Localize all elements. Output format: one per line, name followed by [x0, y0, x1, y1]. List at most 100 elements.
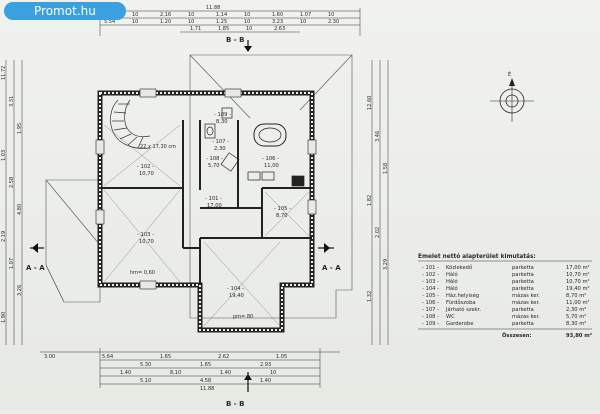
left-dim-value: 11.72 — [1, 66, 7, 80]
room-area: 2,30 — [214, 146, 226, 152]
right-dim-value: 3.46 — [375, 131, 381, 142]
table-row-number: - 102 - — [422, 272, 439, 278]
left-dim-value: 3.26 — [17, 285, 23, 296]
top-dim-value: 3.23 — [272, 19, 283, 25]
top-dim-value: 1.71 — [190, 26, 201, 32]
table-row-number: - 109 - — [422, 321, 439, 327]
bottom-dim-value: 1.65 — [200, 362, 211, 368]
bottom-dim-value: 8.10 — [170, 370, 181, 376]
table-row-area: 10,70 m² — [566, 272, 590, 278]
right-dim-value: 2.02 — [375, 227, 381, 238]
table-row-finish: mázas ker. — [512, 299, 540, 306]
top-dim-value: 2.30 — [328, 19, 339, 25]
room-number: - 109 - — [214, 112, 231, 118]
left-dim-value: 1.03 — [1, 150, 7, 161]
section-arrow-right — [324, 243, 330, 253]
top-dim-value: 1.85 — [218, 26, 229, 32]
right-dim-value: 1.32 — [367, 291, 373, 302]
table-row-finish: mázas ker. — [512, 313, 540, 320]
table-row-name: Garderobe — [446, 321, 473, 327]
room-number: - 103 - — [137, 232, 154, 238]
top-dim-value: 2.16 — [160, 12, 171, 18]
table-row-finish: parketta — [512, 265, 534, 271]
table-row-number: - 108 - — [422, 314, 439, 320]
room-area: 10,70 — [139, 239, 154, 245]
table-row-name: Ház.helyiség — [446, 292, 479, 299]
section-label-bottom: B - B — [226, 400, 244, 408]
top-dim-value: 10 — [246, 26, 252, 32]
table-row-name: Közlekedő — [446, 265, 472, 271]
table-total-value: 93,80 m² — [566, 333, 592, 339]
left-dim-value: 1.90 — [1, 312, 7, 323]
room-labels: - 102 -10,70- 103 -10,70- 104 -19,40- 10… — [137, 112, 291, 299]
room-number: - 101 - — [205, 196, 222, 202]
watermark-badge[interactable]: Promot.hu — [4, 2, 126, 20]
bottom-dim-value: 3.00 — [44, 354, 55, 360]
stair-note: 22 x 17,30 cm — [140, 144, 176, 150]
left-dim-value: 4.80 — [17, 204, 23, 215]
top-dim-value: 10 — [132, 19, 138, 25]
table-row-number: - 101 - — [422, 265, 439, 271]
left-dim-value: 3.31 — [9, 96, 15, 107]
top-dim-value: 10 — [300, 19, 306, 25]
room-area: 8,70 — [276, 213, 288, 219]
right-dim-value: 1.58 — [383, 163, 389, 174]
bottom-dim-value: 1.05 — [276, 354, 287, 360]
table-row-area: 8,70 m² — [566, 293, 586, 299]
left-dim-value: 1.07 — [9, 258, 15, 269]
top-dim-value: 10 — [188, 19, 194, 25]
table-row-name: Háló — [446, 271, 458, 278]
table-row-finish: parketta — [512, 286, 534, 292]
table-row-number: - 107 - — [422, 307, 439, 313]
table-row-number: - 105 - — [422, 293, 439, 299]
bottom-dim-value: 4.58 — [200, 378, 211, 384]
right-dim-value: 12.60 — [367, 96, 373, 110]
section-label-left: A - A — [26, 264, 45, 272]
room-number: - 104 - — [227, 286, 244, 292]
section-arrow-left — [32, 243, 38, 253]
table-row-number: - 104 - — [422, 286, 439, 292]
bottom-dim-value: 5.64 — [102, 354, 113, 360]
bottom-dimension-chain — [40, 348, 340, 388]
top-dim-value: 1.20 — [160, 19, 171, 25]
table-row-area: 19,40 m² — [566, 286, 590, 292]
room-area: 5,70 — [208, 163, 220, 169]
bottom-dim-value: 5.30 — [140, 362, 151, 368]
room-area: 19,40 — [229, 293, 244, 299]
section-label-right: A - A — [322, 264, 341, 272]
right-dim-value: 3.29 — [383, 259, 389, 270]
top-dim-value: 1.25 — [216, 19, 227, 25]
room-number: - 105 - — [274, 206, 291, 212]
table-row-finish: parketta — [512, 272, 534, 278]
table-row-name: Háló — [446, 278, 458, 285]
top-dim-value: 10 — [132, 12, 138, 18]
room-number: - 102 - — [137, 164, 154, 170]
table-row-finish: parketta — [512, 307, 534, 313]
parapet-note: pm= 80 — [233, 314, 253, 320]
table-row-number: - 103 - — [422, 279, 439, 285]
bottom-dim-value: 2.93 — [260, 362, 271, 368]
table-row-area: 2,30 m² — [566, 307, 586, 313]
table-row-name: Fürdőszoba — [446, 300, 476, 306]
left-dim-value: 1.95 — [17, 123, 23, 134]
bottom-dim-value: 2.62 — [218, 354, 229, 360]
sanitary-fixtures — [204, 107, 305, 187]
section-arrow-bottom — [244, 374, 252, 380]
bottom-dim-value: 1.40 — [120, 370, 131, 376]
table-row-name: Háló — [446, 285, 458, 292]
bottom-dim-value: 10 — [270, 370, 276, 376]
room-area: 10,70 — [139, 171, 154, 177]
section-arrow-top — [244, 46, 252, 52]
top-dim-value: 10 — [244, 19, 250, 25]
top-dim-value: 10 — [328, 12, 334, 18]
table-row-area: 17,00 m² — [566, 265, 590, 271]
left-dimension-chain — [5, 60, 23, 345]
table-row-finish: parketta — [512, 279, 534, 285]
top-dim-value: 10 — [188, 12, 194, 18]
right-dim-value: 1.82 — [367, 195, 373, 206]
building-walls — [97, 90, 315, 333]
table-row-area: 5,70 m² — [566, 314, 586, 320]
room-area: 17,00 — [207, 203, 222, 209]
